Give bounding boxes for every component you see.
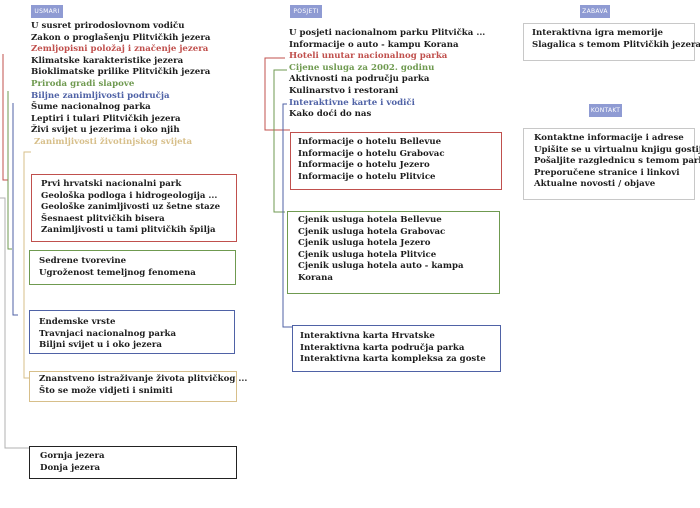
col2-submenu-red: Informacije o hotelu Bellevue Informacij… bbox=[290, 132, 502, 190]
submenu-item[interactable]: Cjenik usluga hotela Bellevue bbox=[298, 215, 442, 225]
submenu-item[interactable]: Gornja jezera bbox=[40, 451, 105, 461]
header-posjeti[interactable]: POSJETI bbox=[290, 5, 322, 18]
submenu-item[interactable]: Slagalica s temom Plitvičkih jezera bbox=[532, 39, 700, 50]
connector-tan-col1 bbox=[23, 151, 31, 379]
col4-submenu: Kontaktne informacije i adrese Upišite s… bbox=[523, 128, 700, 200]
col2-item[interactable]: Interaktivne karte i vodiči bbox=[289, 97, 415, 108]
submenu-item[interactable]: Šesnaest plitvičkih bisera bbox=[41, 213, 165, 224]
col1-submenu-blue: Endemske vrste Travnjaci nacionalnog par… bbox=[29, 310, 235, 354]
col1-submenu-tan: Znanstveno istraživanje života plitvičko… bbox=[29, 371, 248, 402]
col2-item[interactable]: Cijene usluga za 2002. godinu bbox=[289, 62, 435, 73]
submenu-item[interactable]: Interaktivna karta Hrvatske bbox=[300, 331, 435, 341]
submenu-item[interactable]: Cjenik usluga hotela Grabovac bbox=[298, 226, 446, 237]
col1-menu-list: U susret prirodoslovnom vodiču Zakon o p… bbox=[31, 21, 210, 149]
connector-blue-col1 bbox=[12, 103, 18, 316]
submenu-item[interactable]: Geološke zanimljivosti uz šetne staze bbox=[41, 202, 221, 213]
submenu-item[interactable]: Cjenik usluga hotela auto - kampa bbox=[298, 261, 464, 272]
col1-submenu-red: Prvi hrvatski nacionalni park Geološka p… bbox=[31, 174, 237, 242]
submenu-item[interactable]: Kontaktne informacije i adrese bbox=[534, 133, 684, 143]
col2-submenu-blue: Interaktivna karta Hrvatske Interaktivna… bbox=[292, 325, 501, 372]
submenu-item[interactable]: Interaktivna karta kompleksa za goste bbox=[300, 354, 486, 365]
connector-green-col1 bbox=[7, 91, 12, 250]
submenu-item[interactable]: Aktualne novosti / objave bbox=[534, 179, 656, 190]
connector-blue-col2 bbox=[282, 103, 292, 328]
connector-green-col2 bbox=[273, 69, 287, 213]
connector-black-col1 bbox=[0, 197, 29, 449]
submenu-item[interactable]: Interaktivna karta područja parka bbox=[300, 342, 465, 353]
submenu-item[interactable]: Informacije o hotelu Plitvice bbox=[298, 171, 436, 182]
col1-item[interactable]: Klimatske karakteristike jezera bbox=[31, 55, 184, 66]
col1-item[interactable]: Živi svijet u jezerima i oko njih bbox=[31, 125, 180, 136]
col2-item[interactable]: U posjeti nacionalnom parku Plitvička ..… bbox=[289, 28, 486, 38]
header-zabava[interactable]: ZABAVA bbox=[580, 5, 610, 18]
submenu-item[interactable]: Zanimljivosti u tami plitvičkih špilja bbox=[41, 225, 216, 236]
submenu-item[interactable]: Donja jezera bbox=[40, 462, 101, 473]
col2-item[interactable]: Informacije o auto - kampu Korana bbox=[289, 39, 459, 50]
submenu-item[interactable]: Upišite se u virtualnu knjigu gostiju bbox=[534, 144, 700, 155]
submenu-item[interactable]: Cjenik usluga hotela Plitvice bbox=[298, 249, 437, 260]
submenu-item[interactable]: Travnjaci nacionalnog parka bbox=[39, 328, 177, 339]
submenu-item[interactable]: Geološka podloga i hidrogeologija ... bbox=[41, 190, 218, 201]
submenu-item[interactable]: Korana bbox=[298, 272, 333, 283]
col1-item[interactable]: Šume nacionalnog parka bbox=[31, 102, 151, 113]
col3-submenu: Interaktivna igra memorije Slagalica s t… bbox=[523, 23, 700, 61]
col1-item[interactable]: Biljne zanimljivosti područja bbox=[31, 90, 170, 101]
col1-submenu-black: Gornja jezera Donja jezera bbox=[29, 446, 237, 479]
col2-menu-list: U posjeti nacionalnom parku Plitvička ..… bbox=[289, 28, 485, 121]
col1-submenu-green: Sedrene tvorevine Ugroženost temeljnog f… bbox=[29, 250, 236, 285]
col2-item[interactable]: Hoteli unutar nacionalnog parka bbox=[289, 51, 448, 62]
connector-red-col2 bbox=[264, 57, 290, 131]
col1-item[interactable]: Zemljopisni položaj i značenje jezera bbox=[31, 44, 209, 55]
col2-item[interactable]: Kako doći do nas bbox=[289, 109, 372, 120]
col1-item[interactable]: Bioklimatske prilike Plitvičkih jezera bbox=[31, 67, 211, 78]
submenu-item[interactable]: Pošaljite razglednicu s temom parka bbox=[534, 156, 700, 167]
col2-item[interactable]: Kulinarstvo i restorani bbox=[289, 85, 399, 96]
submenu-item[interactable]: Što se može vidjeti i snimiti bbox=[39, 385, 173, 396]
submenu-item[interactable]: Interaktivna igra memorije bbox=[532, 28, 663, 38]
col1-item[interactable]: Priroda gradi slapove bbox=[31, 78, 135, 89]
submenu-item[interactable]: Informacije o hotelu Bellevue bbox=[298, 137, 442, 147]
col2-submenu-green: Cjenik usluga hotela Bellevue Cjenik usl… bbox=[287, 211, 500, 294]
submenu-item[interactable]: Cjenik usluga hotela Jezero bbox=[298, 238, 431, 249]
col1-item[interactable]: Zanimljivosti životinjskog svijeta bbox=[34, 136, 193, 147]
header-kontakt[interactable]: KONTAKT bbox=[589, 104, 622, 117]
col1-item[interactable]: U susret prirodoslovnom vodiču bbox=[31, 21, 185, 31]
col1-item[interactable]: Zakon o proglašenju Plitvičkih jezera bbox=[31, 32, 211, 43]
submenu-item[interactable]: Endemske vrste bbox=[39, 317, 116, 327]
connector-red-col1 bbox=[2, 54, 8, 181]
col1-item[interactable]: Leptiri i tulari Plitvičkih jezera bbox=[31, 113, 181, 124]
submenu-item[interactable]: Preporučene stranice i linkovi bbox=[534, 167, 680, 178]
submenu-item[interactable]: Ugroženost temeljnog fenomena bbox=[39, 267, 196, 278]
submenu-item[interactable]: Prvi hrvatski nacionalni park bbox=[41, 179, 182, 189]
header-usmari[interactable]: USMARI bbox=[31, 5, 63, 18]
submenu-item[interactable]: Informacije o hotelu Grabovac bbox=[298, 148, 445, 159]
submenu-item[interactable]: Sedrene tvorevine bbox=[39, 256, 127, 266]
submenu-item[interactable]: Biljni svijet u i oko jezera bbox=[39, 340, 162, 351]
submenu-item[interactable]: Znanstveno istraživanje života plitvičko… bbox=[39, 374, 248, 384]
col2-item[interactable]: Aktivnosti na području parka bbox=[289, 74, 430, 85]
submenu-item[interactable]: Informacije o hotelu Jezero bbox=[298, 160, 430, 171]
